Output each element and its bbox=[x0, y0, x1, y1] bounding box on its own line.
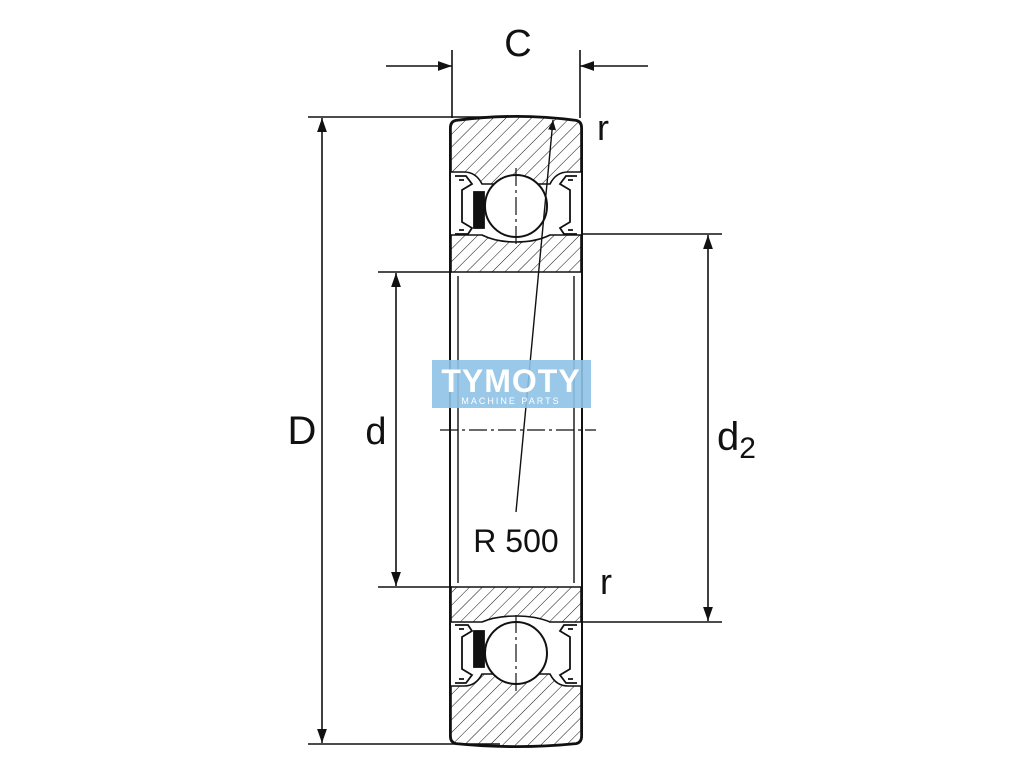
outer-ring-bottom bbox=[450, 673, 582, 747]
label-r-top: r bbox=[597, 107, 609, 148]
seal-top-right bbox=[558, 175, 577, 235]
label-d2-main: d bbox=[717, 415, 739, 459]
label-outer-d: D bbox=[288, 409, 317, 453]
watermark-bg bbox=[432, 360, 591, 408]
bearing-section bbox=[449, 115, 583, 748]
r500-leader bbox=[515, 119, 557, 513]
seal-bottom-right bbox=[558, 624, 577, 684]
label-d2: d2 bbox=[717, 415, 756, 465]
watermark: TYMOTY MACHINE PARTS bbox=[432, 360, 591, 408]
inner-ring-top bbox=[450, 234, 582, 273]
label-r-bottom: r bbox=[600, 561, 612, 602]
watermark-tagline: MACHINE PARTS bbox=[461, 396, 560, 406]
label-bore-d: d bbox=[365, 411, 386, 453]
dimension-lines bbox=[317, 61, 713, 743]
center-lines bbox=[440, 168, 596, 691]
seal-top-left bbox=[455, 175, 485, 235]
watermark-brand: TYMOTY bbox=[441, 363, 580, 399]
label-d2-sub: 2 bbox=[739, 432, 756, 465]
label-c: C bbox=[504, 23, 531, 65]
bearing-outline bbox=[449, 115, 583, 748]
seal-bottom-left bbox=[455, 624, 485, 684]
label-r500: R 500 bbox=[473, 523, 558, 559]
